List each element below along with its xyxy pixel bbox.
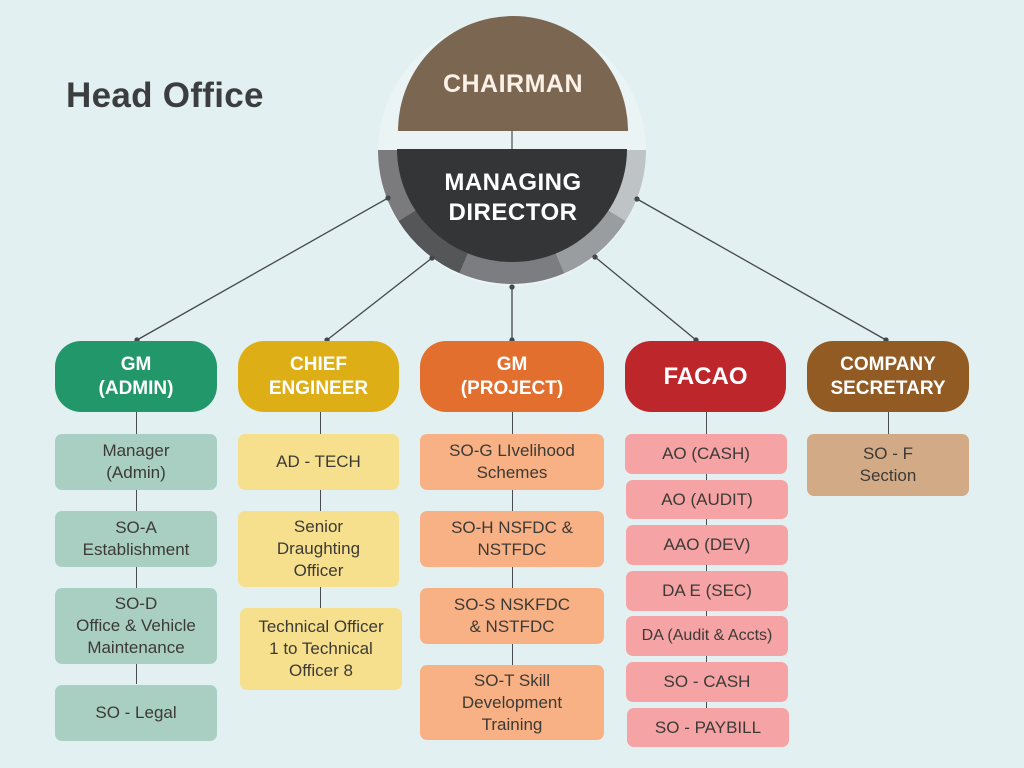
unit-label: AD - TECH — [276, 452, 361, 471]
unit-aao-dev: AAO (DEV) — [626, 525, 788, 565]
department-label: GM (PROJECT) — [460, 353, 564, 399]
connector-gm-admin — [136, 197, 389, 341]
connector-dot — [429, 255, 435, 261]
connector-chief-engineer — [326, 257, 433, 341]
unit-label: DA (Audit & Accts) — [641, 627, 773, 644]
connector-dot — [385, 195, 391, 201]
unit-label: SO-T Skill Development Training — [461, 670, 563, 734]
unit-label: SO-A Establishment — [82, 518, 190, 559]
connector-facao — [594, 256, 697, 341]
unit-label: AAO (DEV) — [663, 535, 751, 554]
unit-so-d: SO-D Office & Vehicle Maintenance — [55, 588, 217, 664]
unit-so-f-section: SO - F Section — [807, 434, 969, 496]
unit-so-legal: SO - Legal — [55, 685, 217, 741]
unit-so-a: SO-A Establishment — [55, 511, 217, 567]
department-label: COMPANY SECRETARY — [830, 353, 946, 399]
unit-technical-officers: Technical Officer 1 to Technical Officer… — [240, 608, 402, 690]
column-line-chief-engineer — [320, 412, 321, 608]
unit-label: AO (AUDIT) — [661, 489, 753, 509]
unit-so-t: SO-T Skill Development Training — [420, 665, 604, 740]
unit-label: SO - Legal — [95, 703, 177, 722]
department-chief-engineer: CHIEF ENGINEER — [238, 341, 399, 412]
department-gm-project: GM (PROJECT) — [420, 341, 604, 412]
unit-so-cash: SO - CASH — [626, 662, 788, 702]
department-label: FACAO — [663, 362, 748, 390]
connector-company-secretary — [636, 198, 887, 341]
unit-label: AO (CASH) — [662, 444, 750, 463]
unit-so-h: SO-H NSFDC & NSTFDC — [420, 511, 604, 567]
chairman-label: CHAIRMAN — [442, 70, 584, 98]
unit-so-paybill: SO - PAYBILL — [627, 708, 789, 747]
unit-label: Senior Draughting Officer — [276, 517, 361, 580]
unit-da-audit-accts: DA (Audit & Accts) — [626, 616, 788, 656]
department-label: CHIEF ENGINEER — [268, 353, 369, 399]
managing-director-node — [397, 149, 627, 262]
unit-label: SO-H NSFDC & NSTFDC — [451, 518, 573, 559]
unit-ao-cash: AO (CASH) — [625, 434, 787, 474]
unit-so-g: SO-G LIvelihood Schemes — [420, 434, 604, 490]
department-facao: FACAO — [625, 341, 786, 412]
unit-label: DA E (SEC) — [662, 581, 752, 600]
unit-label: SO - CASH — [663, 672, 751, 691]
unit-ad-tech: AD - TECH — [238, 434, 399, 490]
unit-label: SO - F Section — [859, 444, 917, 485]
unit-label: Technical Officer 1 to Technical Officer… — [258, 617, 384, 680]
department-label: GM (ADMIN) — [98, 353, 174, 399]
unit-da-e-sec: DA E (SEC) — [626, 571, 788, 611]
unit-label: Manager (Admin) — [102, 441, 170, 482]
unit-manager-admin: Manager (Admin) — [55, 434, 217, 490]
connector-dot — [634, 196, 640, 202]
managing-director-label: MANAGING DIRECTOR — [444, 169, 582, 226]
column-line-company-secretary — [888, 412, 889, 436]
unit-senior-draughting-officer: Senior Draughting Officer — [238, 511, 399, 587]
chairman-node — [398, 16, 628, 131]
unit-ao-audit: AO (AUDIT) — [626, 480, 788, 519]
unit-label: SO-D Office & Vehicle Maintenance — [76, 594, 196, 657]
unit-label: SO-G LIvelihood Schemes — [449, 441, 575, 482]
department-gm-admin: GM (ADMIN) — [55, 341, 217, 412]
page-title: Head Office — [66, 76, 264, 115]
connector-dot — [592, 254, 598, 260]
unit-label: SO - PAYBILL — [654, 717, 762, 737]
unit-so-s: SO-S NSKFDC & NSTFDC — [420, 588, 604, 644]
connector-dot — [509, 284, 515, 290]
department-company-secretary: COMPANY SECRETARY — [807, 341, 969, 412]
unit-label: SO-S NSKFDC & NSTFDC — [453, 595, 571, 636]
